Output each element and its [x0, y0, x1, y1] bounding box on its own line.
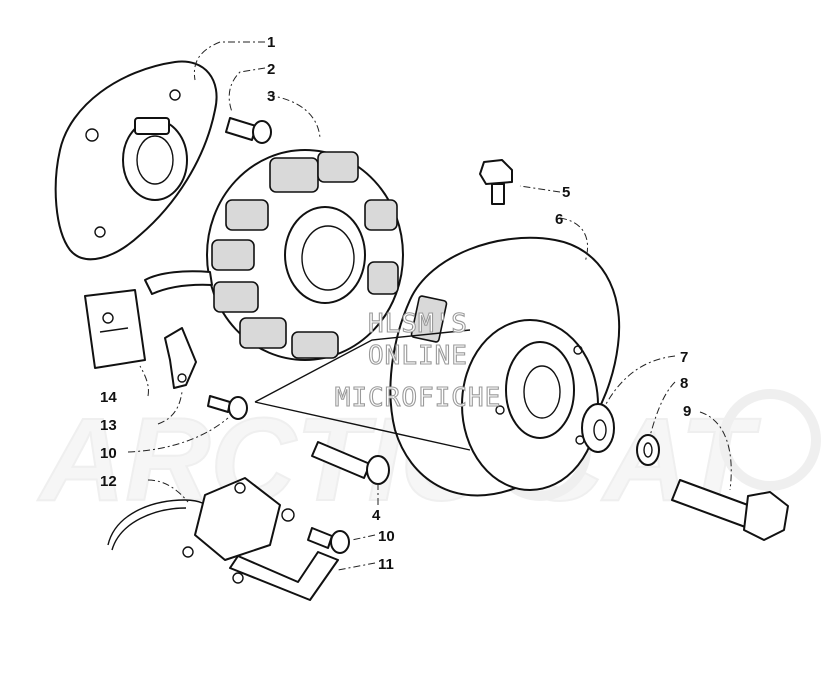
part-11-bracket: [229, 551, 339, 601]
watermark-line-1: HLSM'S: [368, 309, 468, 339]
callout-13: 13: [100, 417, 117, 434]
part-5-flange-bolt: [479, 159, 513, 205]
callout-8: 8: [680, 375, 688, 392]
assembly-lines: [254, 329, 471, 451]
callout-5: 5: [562, 184, 570, 201]
callout-10-upper: 10: [100, 445, 117, 462]
callout-10-lower: 10: [378, 528, 395, 545]
part-3-stator-coil: [144, 149, 404, 361]
callout-labels: 1 2 3 4 5 6 7 8 9 10 10 11 12 13 14: [100, 34, 691, 573]
callout-2: 2: [267, 61, 275, 78]
callout-14: 14: [100, 389, 117, 406]
callout-9: 9: [683, 403, 691, 420]
watermark-line-2: ONLINE: [368, 341, 468, 371]
leader-lines: [127, 41, 732, 571]
part-2-screw: [225, 117, 272, 144]
callout-3: 3: [267, 88, 275, 105]
part-7-washer: [581, 403, 615, 453]
part-10-screw-upper: [207, 395, 248, 420]
callout-1: 1: [267, 34, 275, 51]
part-9-flywheel-bolt: [671, 479, 789, 541]
part-14-grommet-pad: [84, 289, 146, 369]
callout-6: 6: [555, 211, 563, 228]
part-12-pulser-coil: [107, 477, 295, 561]
part-13-clip: [164, 327, 197, 389]
watermark-line-3: MICROFICHE: [335, 383, 502, 413]
part-4-bolt: [311, 441, 390, 485]
callout-11: 11: [378, 556, 394, 573]
part-1-stator-plate: [54, 60, 218, 261]
part-6-flywheel: [389, 236, 621, 497]
callout-7: 7: [680, 349, 688, 366]
part-8-lock-washer: [636, 434, 660, 466]
watermark: HLSM'S ONLINE MICROFICHE: [334, 308, 502, 413]
part-10-screw-lower: [307, 527, 350, 554]
callout-12: 12: [100, 473, 117, 490]
callout-4: 4: [372, 507, 381, 524]
